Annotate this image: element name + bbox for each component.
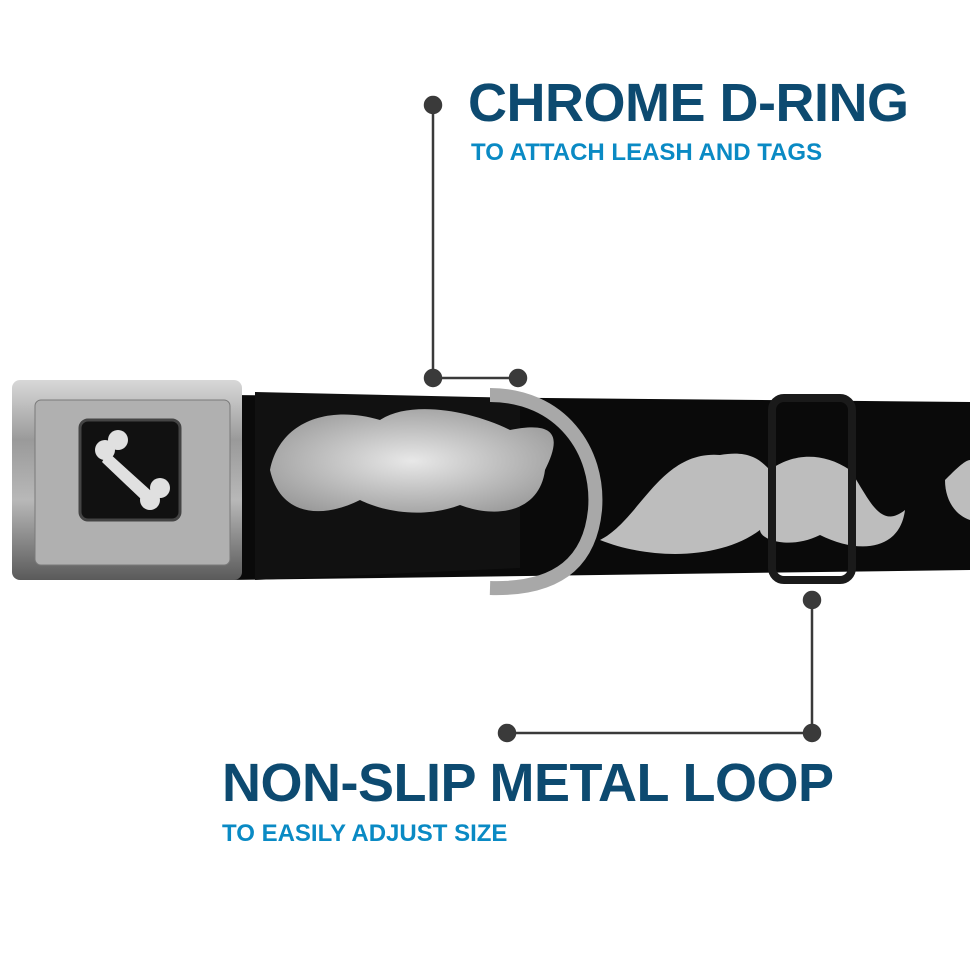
bone-logo-icon: [95, 430, 170, 510]
callout-subtitle-metal-loop: TO EASILY ADJUST SIZE: [222, 820, 508, 847]
leader-line-d-ring: [423, 95, 528, 388]
callout-title-metal-loop: NON-SLIP METAL LOOP: [222, 753, 834, 813]
callout-subtitle-d-ring: TO ATTACH LEASH AND TAGS: [471, 139, 823, 166]
leader-line-metal-loop: [497, 590, 822, 743]
metal-loop: [768, 394, 856, 584]
d-ring: [489, 388, 603, 596]
seatbelt-buckle: [12, 380, 242, 580]
mustache-pattern: [270, 409, 970, 554]
callout-title-d-ring: CHROME D-RING: [468, 73, 909, 133]
